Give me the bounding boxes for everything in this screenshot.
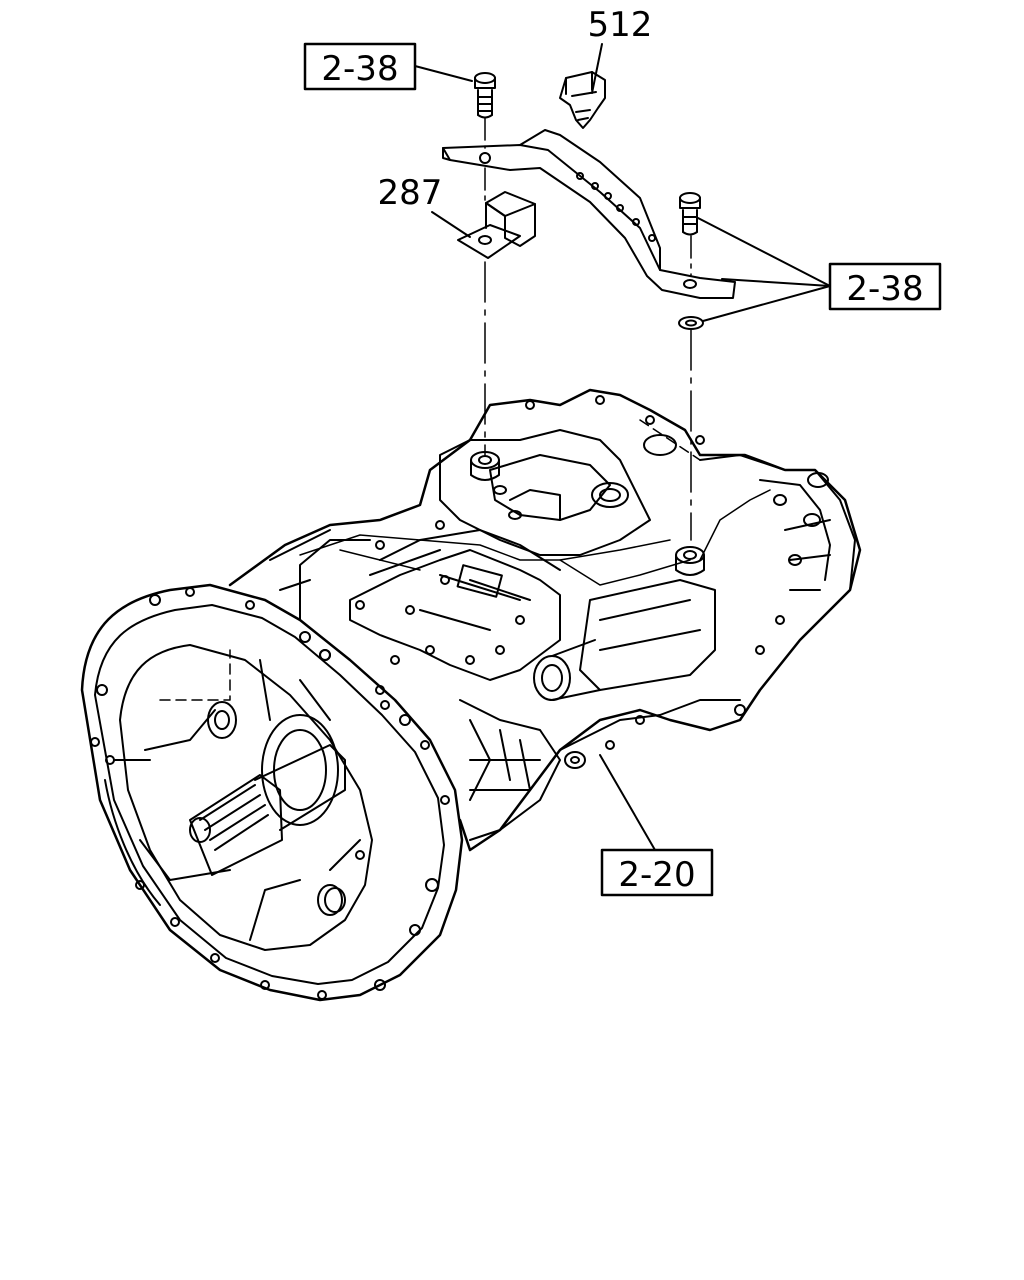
- alignment-lines: [484, 117, 692, 541]
- washer-icon: [678, 316, 704, 330]
- callout-512: 512: [588, 5, 653, 94]
- callout-2-20-label: 2-20: [618, 855, 695, 895]
- bracket-block-icon: [457, 191, 536, 259]
- transmission-assembly: [80, 388, 862, 1002]
- callout-512-label: 512: [588, 5, 653, 45]
- bolt-left-icon: [474, 72, 496, 119]
- callout-2-38-right-label: 2-38: [846, 269, 923, 309]
- callout-2-38-right: 2-38: [697, 217, 942, 322]
- clip-icon: [559, 71, 606, 129]
- callout-287: 287: [378, 173, 471, 238]
- mounting-bracket: [442, 129, 736, 299]
- callout-2-38-top-left: 2-38: [303, 42, 473, 91]
- bolt-right-icon: [679, 192, 701, 236]
- callout-287-label: 287: [378, 173, 443, 213]
- callout-2-20: 2-20: [599, 754, 714, 897]
- callout-2-38-top-left-label: 2-38: [321, 49, 398, 89]
